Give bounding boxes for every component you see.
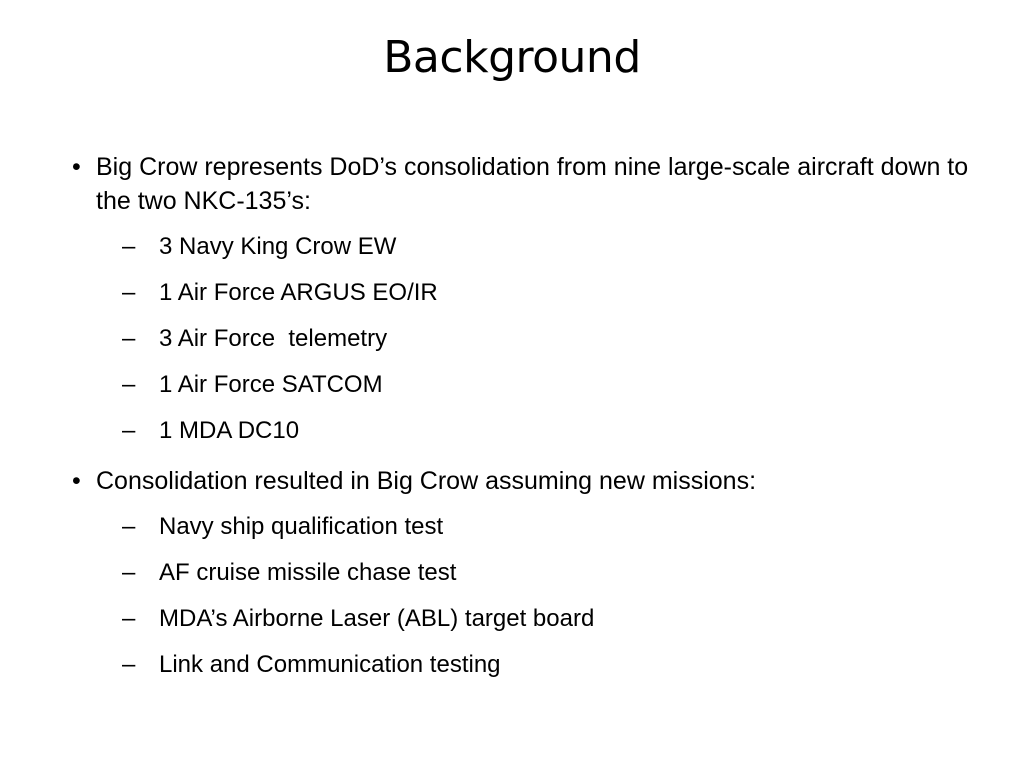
bullet-group-new-missions: • Consolidation resulted in Big Crow ass… <box>72 464 972 682</box>
sub-item-text: AF cruise missile chase test <box>159 559 457 586</box>
sub-item: – 1 Air Force ARGUS EO/IR <box>72 276 972 310</box>
dash-marker: – <box>122 417 136 444</box>
dash-marker: – <box>122 651 136 678</box>
sub-item-text: Link and Communication testing <box>159 651 501 678</box>
sub-item-text: MDA’s Airborne Laser (ABL) target board <box>159 605 595 632</box>
bullet-text: Consolidation resulted in Big Crow assum… <box>96 467 757 495</box>
sub-item: – 3 Navy King Crow EW <box>72 230 972 264</box>
sub-item: – MDA’s Airborne Laser (ABL) target boar… <box>72 602 972 636</box>
slide-content: • Big Crow represents DoD’s consolidatio… <box>72 150 972 698</box>
dash-marker: – <box>122 371 136 398</box>
bullet-marker: • <box>72 467 81 495</box>
bullet-marker: • <box>72 153 81 181</box>
sub-item-text: 1 Air Force SATCOM <box>159 371 383 398</box>
bullet-item: • Big Crow represents DoD’s consolidatio… <box>72 150 972 218</box>
dash-marker: – <box>122 513 136 540</box>
sub-item: – Link and Communication testing <box>72 648 972 682</box>
bullet-text: Big Crow represents DoD’s consolidation … <box>96 153 969 215</box>
dash-marker: – <box>122 605 136 632</box>
sub-item-text: Navy ship qualification test <box>159 513 444 540</box>
sub-item-text: 3 Navy King Crow EW <box>159 233 397 260</box>
sub-item-text: 3 Air Force telemetry <box>159 325 388 352</box>
sub-item: – 1 MDA DC10 <box>72 414 972 448</box>
sub-item: – 3 Air Force telemetry <box>72 322 972 356</box>
sub-item: – 1 Air Force SATCOM <box>72 368 972 402</box>
sub-item: – Navy ship qualification test <box>72 510 972 544</box>
dash-marker: – <box>122 325 136 352</box>
sub-item-text: 1 Air Force ARGUS EO/IR <box>159 279 438 306</box>
sub-list: – Navy ship qualification test – AF crui… <box>72 510 972 682</box>
dash-marker: – <box>122 233 136 260</box>
sub-item: – AF cruise missile chase test <box>72 556 972 590</box>
bullet-item: • Consolidation resulted in Big Crow ass… <box>72 464 972 498</box>
bullet-group-consolidation: • Big Crow represents DoD’s consolidatio… <box>72 150 972 448</box>
sub-item-text: 1 MDA DC10 <box>159 417 300 444</box>
dash-marker: – <box>122 559 136 586</box>
sub-list: – 3 Navy King Crow EW – 1 Air Force ARGU… <box>72 230 972 448</box>
slide-title: Background <box>383 32 641 83</box>
dash-marker: – <box>122 279 136 306</box>
